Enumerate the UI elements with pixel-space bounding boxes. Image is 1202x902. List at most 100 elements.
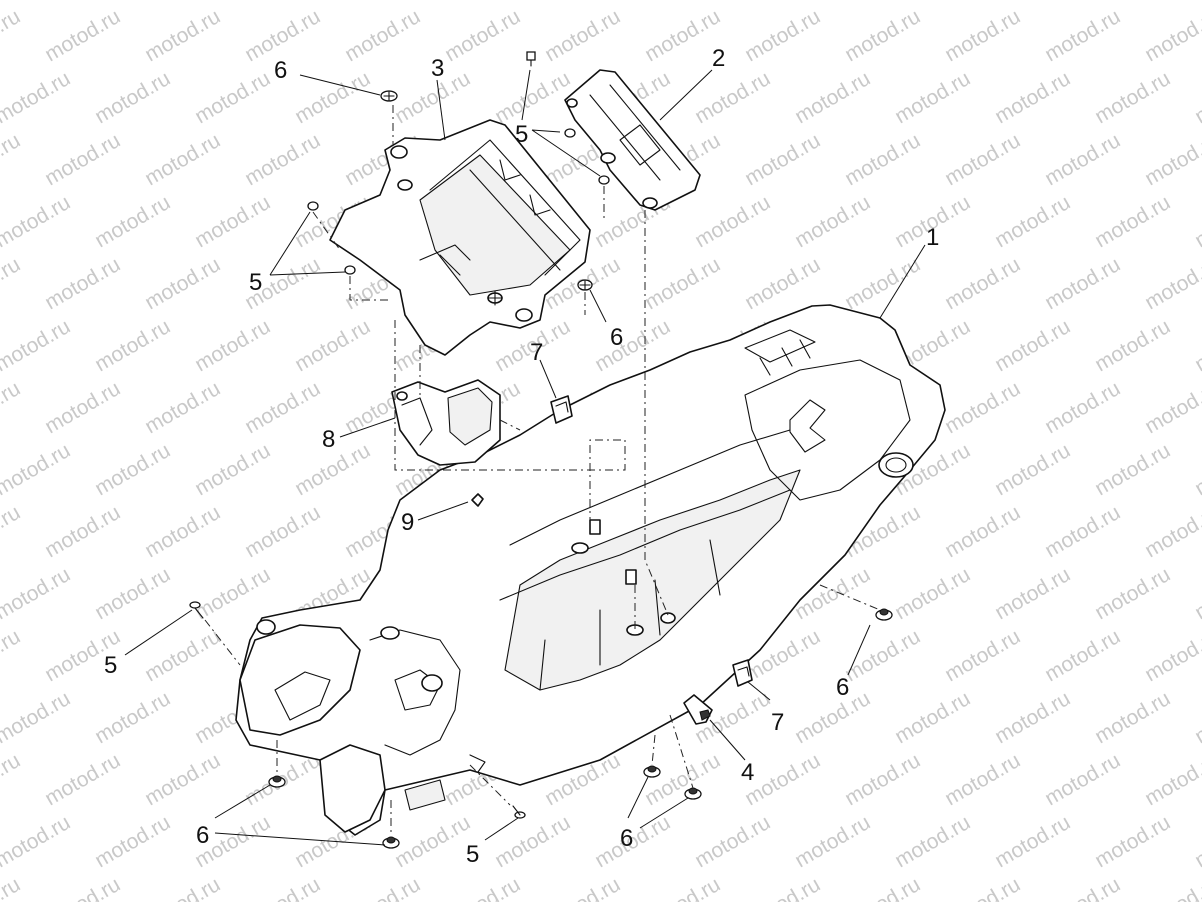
watermark-text: motod.ru [0, 377, 24, 438]
watermark-text: motod.ru [41, 5, 124, 66]
callout-6-mid: 6 [610, 324, 623, 351]
watermark-text: motod.ru [0, 811, 74, 872]
watermark-text: motod.ru [0, 439, 74, 500]
watermark-text: motod.ru [441, 5, 524, 66]
watermark-text: motod.ru [1141, 377, 1202, 438]
watermark-text: motod.ru [1091, 811, 1174, 872]
watermark-text: motod.ru [741, 5, 824, 66]
watermark-text: motod.ru [941, 873, 1024, 902]
watermark-text: motod.ru [0, 253, 24, 314]
watermark-text: motod.ru [1191, 687, 1202, 748]
watermark-text: motod.ru [791, 67, 874, 128]
watermark-text: motod.ru [941, 5, 1024, 66]
watermark-text: motod.ru [1041, 253, 1124, 314]
watermark-text: motod.ru [391, 0, 474, 4]
callout-7-upper: 7 [530, 339, 543, 366]
callout-6-right: 6 [836, 674, 849, 701]
watermark-text: motod.ru [341, 873, 424, 902]
part-4-connector [683, 694, 713, 725]
watermark-text: motod.ru [141, 253, 224, 314]
callout-3: 3 [431, 55, 444, 82]
watermark-text: motod.ru [91, 439, 174, 500]
watermark-text: motod.ru [291, 0, 374, 4]
watermark-text: motod.ru [491, 67, 574, 128]
watermark-text: motod.ru [891, 67, 974, 128]
watermark-text: motod.ru [1091, 191, 1174, 252]
part-9-pin [471, 493, 484, 507]
watermark-text: motod.ru [1141, 129, 1202, 190]
watermark-text: motod.ru [141, 873, 224, 902]
watermark-text: motod.ru [241, 501, 324, 562]
watermark-text: motod.ru [991, 439, 1074, 500]
watermark-text: motod.ru [891, 811, 974, 872]
callout-9: 9 [401, 509, 414, 536]
watermark-text: motod.ru [0, 563, 74, 624]
watermark-text: motod.ru [91, 563, 174, 624]
watermark-text: motod.ru [141, 5, 224, 66]
watermark-text: motod.ru [41, 377, 124, 438]
watermark-text: motod.ru [941, 129, 1024, 190]
screw-5-a [526, 51, 536, 67]
leader-lines [124, 69, 926, 846]
watermark-text: motod.ru [0, 0, 74, 4]
watermark-text: motod.ru [0, 5, 24, 66]
watermark-text: motod.ru [41, 253, 124, 314]
watermark-text: motod.ru [691, 67, 774, 128]
watermark-text: motod.ru [1141, 625, 1202, 686]
part-2-bracket [564, 69, 701, 211]
watermark-text: motod.ru [191, 563, 274, 624]
watermark-text: motod.ru [0, 873, 24, 902]
watermark-text: motod.ru [1141, 501, 1202, 562]
watermark-text: motod.ru [491, 0, 574, 4]
watermark-text: motod.ru [241, 129, 324, 190]
watermark-text: motod.ru [1191, 191, 1202, 252]
nut-6-b [382, 836, 400, 849]
watermark-text: motod.ru [691, 0, 774, 4]
watermark-text: motod.ru [1141, 749, 1202, 810]
watermark-text: motod.ru [1041, 5, 1124, 66]
watermark-text: motod.ru [541, 873, 624, 902]
callout-5-top-right: 5 [515, 121, 528, 148]
watermark-text: motod.ru [0, 191, 74, 252]
screw-6-top-left [380, 90, 398, 102]
watermark-text: motod.ru [1191, 315, 1202, 376]
watermark-text: motod.ru [1041, 501, 1124, 562]
watermark-text: motod.ru [841, 749, 924, 810]
watermark-text: motod.ru [841, 625, 924, 686]
callout-numbers: 1 2 3 6 5 5 6 7 8 9 5 6 7 4 6 5 6 [104, 45, 939, 868]
part-7-clip-upper [550, 395, 573, 424]
watermark-text: motod.ru [891, 563, 974, 624]
watermark-text: motod.ru [941, 625, 1024, 686]
watermark-text: motod.ru [91, 0, 174, 4]
watermark-text: motod.ru [1191, 563, 1202, 624]
watermark-text: motod.ru [41, 873, 124, 902]
watermark-text: motod.ru [691, 811, 774, 872]
watermark-text: motod.ru [1191, 439, 1202, 500]
callout-6-top-left: 6 [274, 57, 287, 84]
watermark-text: motod.ru [41, 749, 124, 810]
watermark-text: motod.ru [241, 377, 324, 438]
watermark-text: motod.ru [791, 687, 874, 748]
watermark-text: motod.ru [1091, 315, 1174, 376]
watermark-text: motod.ru [291, 315, 374, 376]
watermark-text: motod.ru [341, 5, 424, 66]
watermark-text: motod.ru [591, 0, 674, 4]
watermark-text: motod.ru [1091, 0, 1174, 4]
watermark-text: motod.ru [1041, 625, 1124, 686]
watermark-text: motod.ru [1091, 439, 1174, 500]
watermark-text: motod.ru [1041, 749, 1124, 810]
watermark-text: motod.ru [441, 873, 524, 902]
watermark-text: motod.ru [1141, 253, 1202, 314]
watermark-text: motod.ru [741, 873, 824, 902]
watermark-text: motod.ru [241, 873, 324, 902]
watermark-text: motod.ru [1091, 67, 1174, 128]
watermark-text: motod.ru [1041, 873, 1124, 902]
watermark-text: motod.ru [141, 129, 224, 190]
screw-5-e [344, 265, 356, 275]
part-1-rear-undertray [235, 304, 946, 836]
watermark-text: motod.ru [0, 67, 74, 128]
screw-6-top-right [577, 279, 593, 291]
watermark-text: motod.ru [1041, 129, 1124, 190]
watermark-text: motod.ru [41, 129, 124, 190]
